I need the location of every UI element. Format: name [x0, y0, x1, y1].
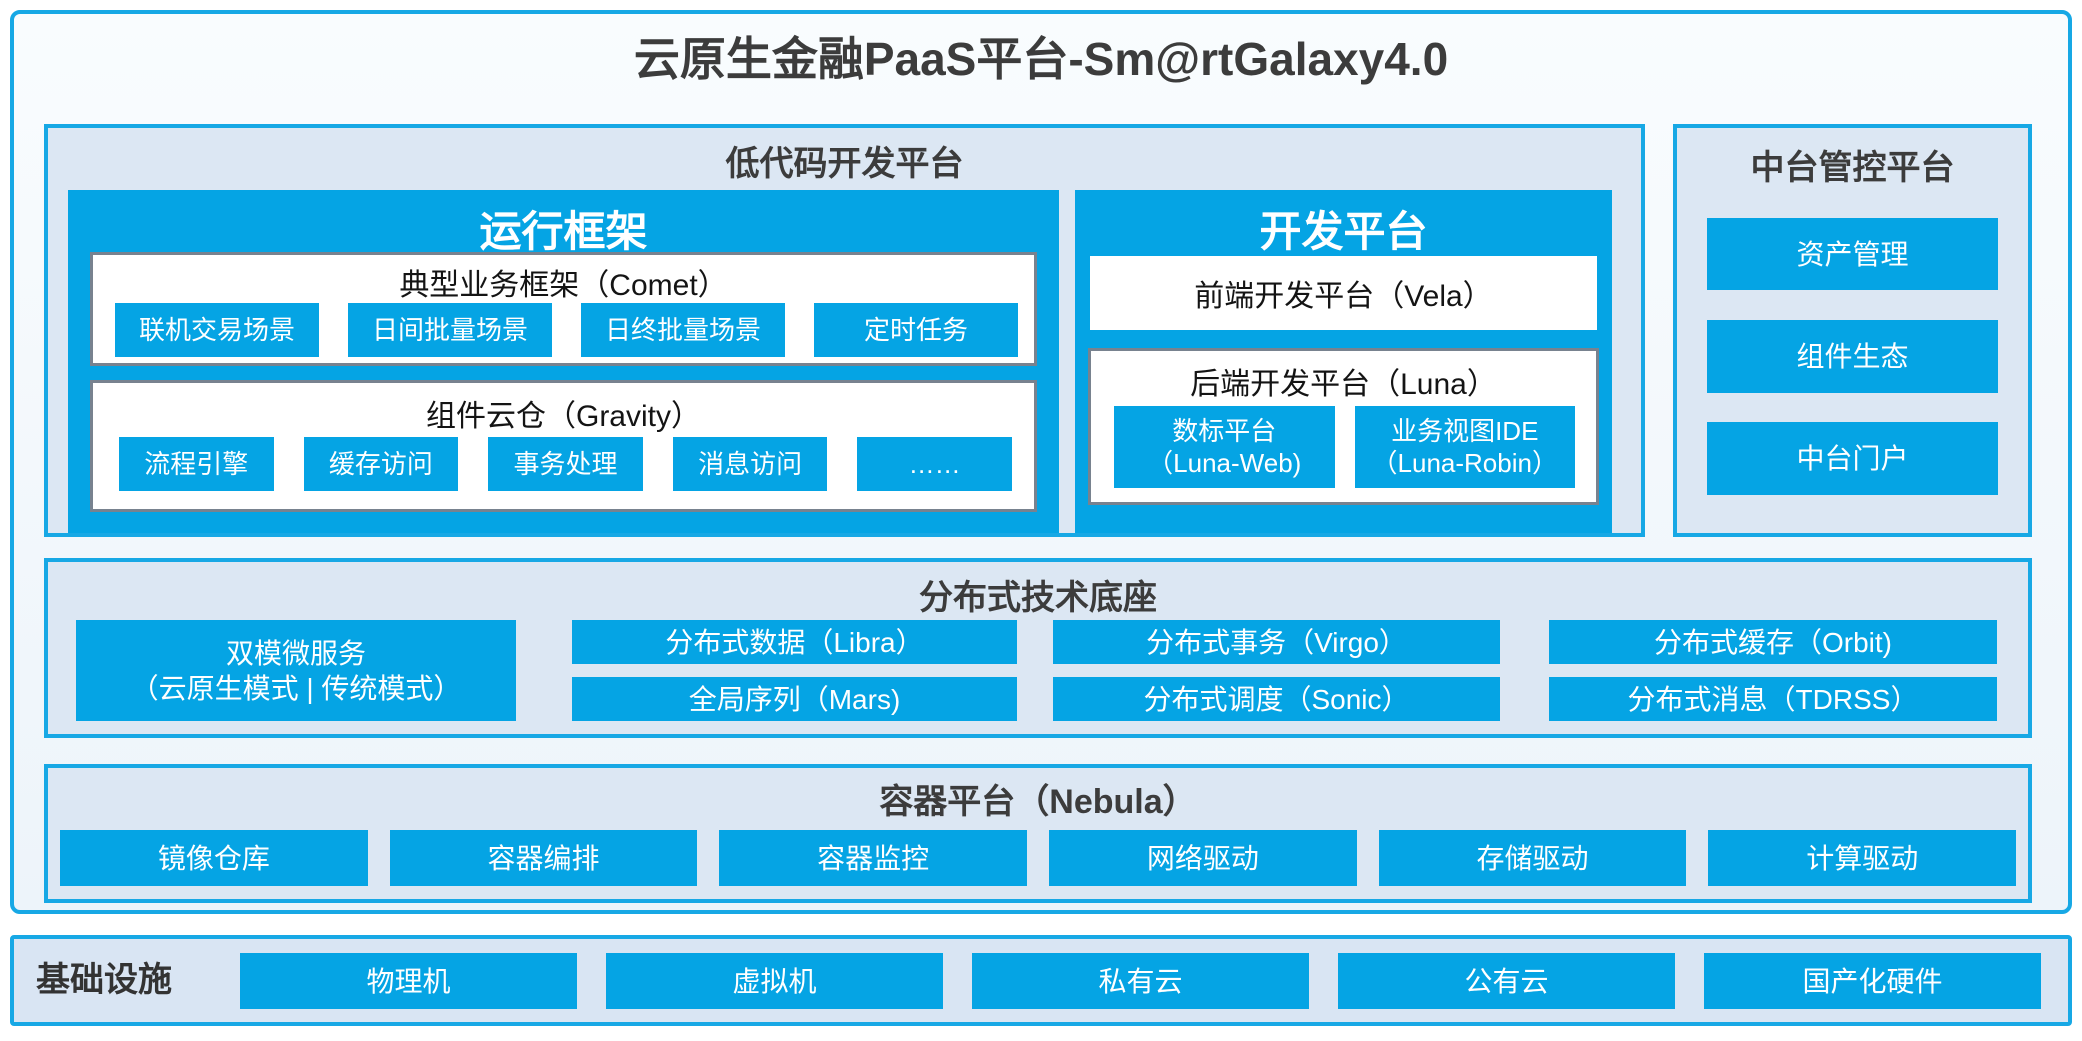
distributed-base-panel: 分布式技术底座 双模微服务 （云原生模式 | 传统模式） 分布式数据（Libra…: [44, 558, 2032, 738]
item-public-cloud: 公有云: [1338, 953, 1675, 1009]
comet-framework-box: 典型业务框架（Comet） 联机交易场景 日间批量场景 日终批量场景 定时任务: [90, 252, 1037, 366]
item-distributed-transaction: 分布式事务（Virgo）: [1053, 620, 1500, 664]
item-eod-batch: 日终批量场景: [581, 303, 785, 357]
dev-platform-title: 开发平台: [1259, 208, 1428, 255]
infrastructure-bar: 基础设施 物理机 虚拟机 私有云 公有云 国产化硬件: [10, 935, 2072, 1026]
container-platform-panel: 容器平台（Nebula） 镜像仓库 容器编排 容器监控 网络驱动 存储驱动 计算…: [44, 764, 2032, 903]
item-distributed-message: 分布式消息（TDRSS）: [1549, 677, 1997, 721]
item-ellipsis: ……: [857, 437, 1012, 491]
item-distributed-data: 分布式数据（Libra）: [572, 620, 1017, 664]
lowcode-platform-title: 低代码开发平台: [725, 145, 964, 183]
item-global-sequence: 全局序列（Mars): [572, 677, 1017, 721]
item-domestic-hardware: 国产化硬件: [1704, 953, 2041, 1009]
item-virtual-machine: 虚拟机: [606, 953, 943, 1009]
item-compute-driver: 计算驱动: [1708, 830, 2017, 886]
item-container-monitoring: 容器监控: [719, 830, 1028, 886]
item-scheduled-task: 定时任务: [814, 303, 1018, 357]
gravity-items-row: 流程引擎 缓存访问 事务处理 消息访问 ……: [119, 437, 1012, 491]
container-platform-title: 容器平台（Nebula）: [879, 783, 1197, 821]
item-storage-driver: 存储驱动: [1378, 830, 1687, 886]
gravity-warehouse-title: 组件云仓（Gravity）: [425, 400, 701, 433]
page-title: 云原生金融PaaS平台-Sm@rtGalaxy4.0: [633, 33, 1449, 85]
dev-platform-block: 开发平台 前端开发平台（Vela） 后端开发平台（Luna） 数标平台 （Lun…: [1075, 190, 1612, 533]
item-intraday-batch: 日间批量场景: [348, 303, 552, 357]
midplatform-title: 中台管控平台: [1750, 149, 1955, 187]
vela-frontend-box: 前端开发平台（Vela）: [1090, 256, 1597, 330]
item-private-cloud: 私有云: [972, 953, 1309, 1009]
distributed-base-title: 分布式技术底座: [919, 579, 1157, 617]
item-online-trading: 联机交易场景: [115, 303, 319, 357]
midplatform-panel: 中台管控平台 资产管理 组件生态 中台门户: [1673, 124, 2032, 537]
item-luna-web-code: （Luna-Web): [1147, 448, 1302, 478]
item-image-registry: 镜像仓库: [60, 830, 368, 886]
item-dual-mode-microservice: 双模微服务 （云原生模式 | 传统模式）: [76, 620, 516, 721]
runtime-framework-block: 运行框架 典型业务框架（Comet） 联机交易场景 日间批量场景 日终批量场景 …: [68, 190, 1059, 533]
item-container-orchestration: 容器编排: [389, 830, 698, 886]
comet-items-row: 联机交易场景 日间批量场景 日终批量场景 定时任务: [115, 303, 1018, 357]
item-luna-robin: 业务视图IDE （Luna-Robin）: [1354, 406, 1575, 488]
gravity-warehouse-box: 组件云仓（Gravity） 流程引擎 缓存访问 事务处理 消息访问 ……: [90, 380, 1037, 512]
container-items-row: 镜像仓库 容器编排 容器监控 网络驱动 存储驱动 计算驱动: [60, 830, 2017, 886]
item-cache-access: 缓存访问: [303, 437, 459, 491]
item-luna-web-name: 数标平台: [1172, 415, 1277, 446]
item-process-engine: 流程引擎: [119, 437, 274, 491]
item-asset-management: 资产管理: [1707, 218, 1998, 290]
item-distributed-scheduling: 分布式调度（Sonic）: [1053, 677, 1500, 721]
item-distributed-cache: 分布式缓存（Orbit): [1549, 620, 1997, 664]
item-luna-robin-code: （Luna-Robin）: [1371, 448, 1558, 478]
comet-framework-title: 典型业务框架（Comet）: [399, 269, 728, 302]
item-luna-web: 数标平台 （Luna-Web): [1114, 406, 1335, 488]
item-message-access: 消息访问: [672, 437, 828, 491]
luna-items-row: 数标平台 （Luna-Web) 业务视图IDE （Luna-Robin）: [1114, 406, 1575, 488]
item-network-driver: 网络驱动: [1049, 830, 1357, 886]
infrastructure-items-row: 物理机 虚拟机 私有云 公有云 国产化硬件: [240, 953, 2041, 1009]
dual-mode-line2: （云原生模式 | 传统模式）: [130, 672, 462, 704]
item-physical-machine: 物理机: [240, 953, 577, 1009]
luna-backend-box: 后端开发平台（Luna） 数标平台 （Luna-Web) 业务视图IDE （Lu…: [1088, 348, 1599, 505]
dual-mode-line1: 双模微服务: [225, 637, 366, 669]
runtime-framework-title: 运行框架: [479, 208, 648, 255]
item-component-ecosystem: 组件生态: [1707, 320, 1998, 393]
item-transaction-processing: 事务处理: [488, 437, 643, 491]
luna-backend-title: 后端开发平台（Luna）: [1190, 368, 1497, 401]
item-midplatform-portal: 中台门户: [1707, 422, 1998, 495]
infrastructure-label: 基础设施: [36, 961, 172, 999]
item-luna-robin-name: 业务视图IDE: [1391, 415, 1539, 446]
lowcode-platform-panel: 低代码开发平台 运行框架 典型业务框架（Comet） 联机交易场景 日间批量场景…: [44, 124, 1645, 537]
